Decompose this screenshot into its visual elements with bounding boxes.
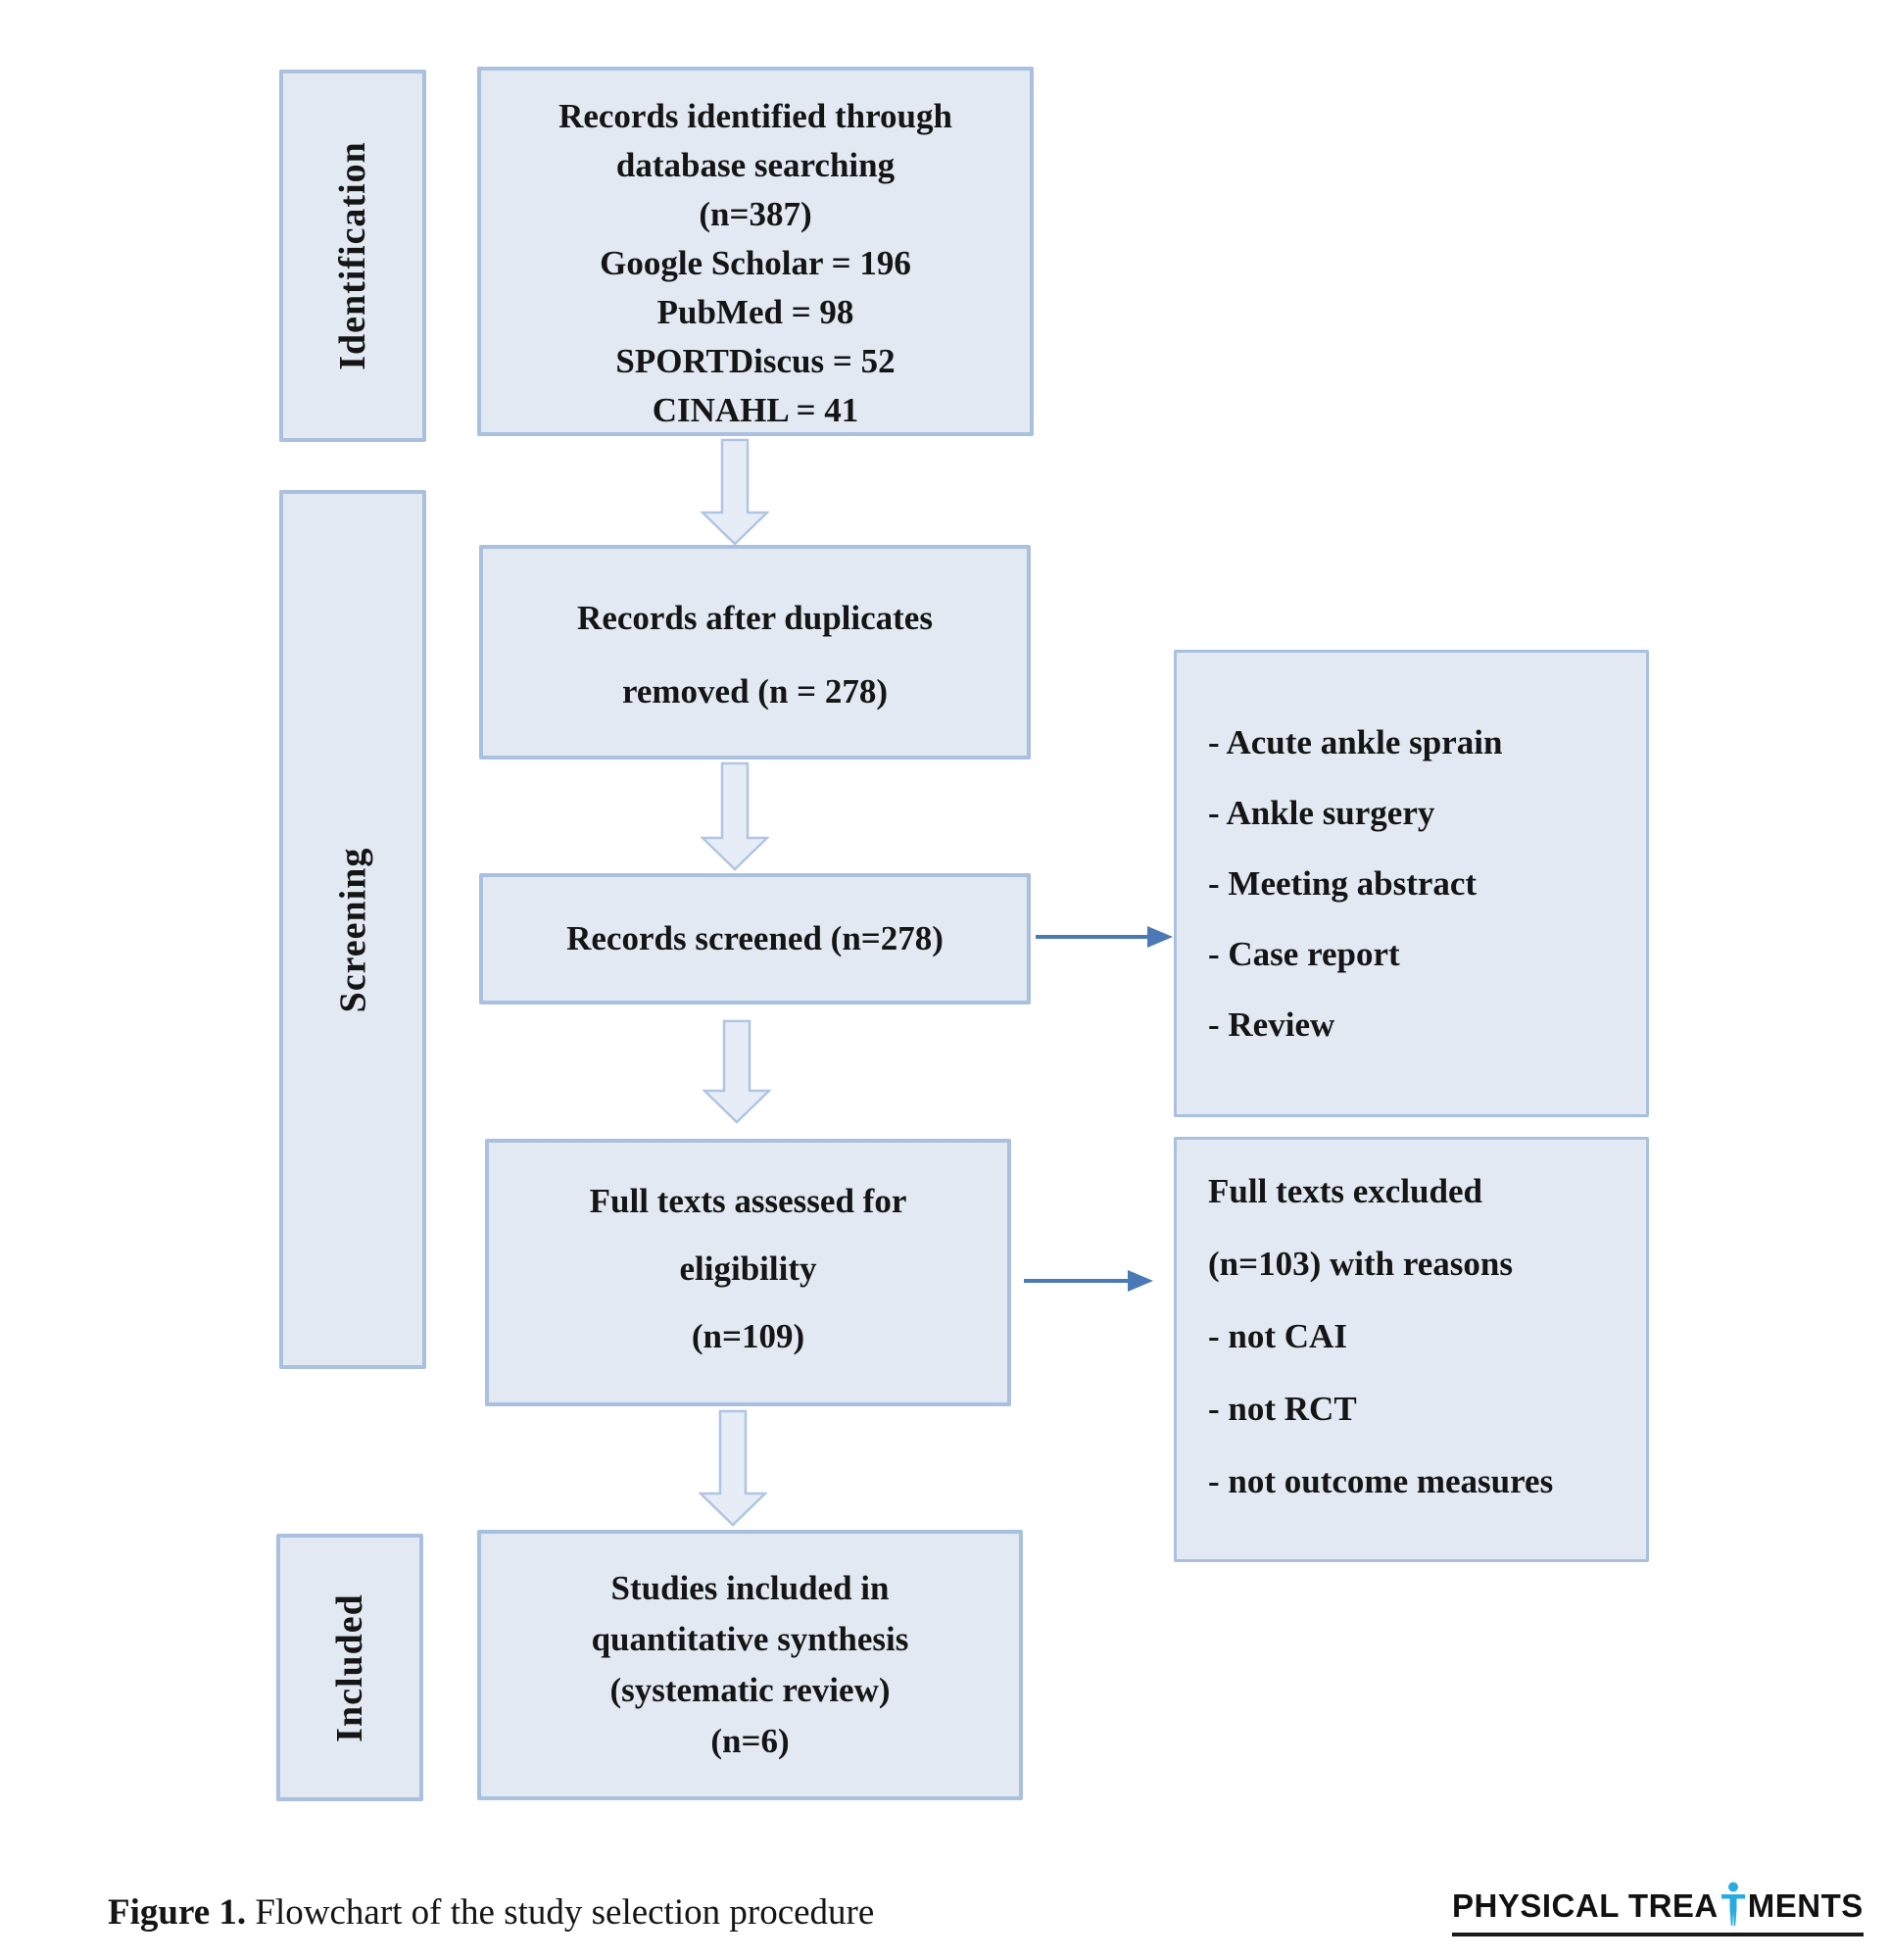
box-fulltext-assessed: Full texts assessed for eligibility (n=1… bbox=[485, 1139, 1011, 1406]
figure-caption-label: Figure 1. bbox=[108, 1892, 247, 1933]
right-arrow-fulltext-to-excluded bbox=[1024, 1270, 1153, 1292]
stage-included-label: Included bbox=[329, 1592, 370, 1742]
right-arrow-screened-to-reasons bbox=[1036, 926, 1173, 948]
box-line: Full texts assessed for bbox=[589, 1182, 907, 1220]
box-line: Records screened (n=278) bbox=[566, 919, 944, 957]
box-line: database searching bbox=[615, 146, 896, 184]
box-line: (n=387) bbox=[699, 195, 812, 233]
box-line: Records identified through bbox=[558, 97, 952, 135]
stage-screening: Screening bbox=[279, 490, 426, 1369]
box-line: PubMed = 98 bbox=[656, 293, 854, 331]
box-line: CINAHL = 41 bbox=[652, 391, 859, 429]
box-line: Studies included in bbox=[610, 1569, 890, 1607]
box-line: removed (n = 278) bbox=[621, 672, 889, 710]
box-line: - Case report bbox=[1208, 935, 1400, 973]
box-records-identified: Records identified through database sear… bbox=[477, 67, 1034, 436]
box-line: - Review bbox=[1208, 1005, 1335, 1044]
box-fulltext-excluded: Full texts excluded (n=103) with reasons… bbox=[1174, 1137, 1649, 1562]
box-line: (systematic review) bbox=[609, 1671, 891, 1709]
stage-identification-label: Identification bbox=[332, 141, 373, 370]
box-line: - Meeting abstract bbox=[1208, 864, 1478, 903]
physical-treatments-logo: PHYSICAL TREA MENTS bbox=[1452, 1882, 1864, 1936]
box-line: SPORTDiscus = 52 bbox=[615, 342, 896, 380]
stage-included: Included bbox=[276, 1534, 423, 1801]
box-line: (n=6) bbox=[710, 1722, 790, 1760]
figure-caption-text: Flowchart of the study selection procedu… bbox=[255, 1892, 875, 1933]
down-arrow-3 bbox=[703, 1019, 771, 1124]
box-line: (n=109) bbox=[691, 1317, 805, 1355]
down-arrow-2 bbox=[701, 761, 769, 871]
box-line: Google Scholar = 196 bbox=[600, 244, 911, 282]
box-line: - Acute ankle sprain bbox=[1208, 723, 1503, 761]
box-line: quantitative synthesis bbox=[591, 1620, 909, 1658]
stage-screening-label: Screening bbox=[332, 847, 373, 1012]
box-screening-exclusion-reasons: - Acute ankle sprain - Ankle surgery - M… bbox=[1174, 650, 1649, 1117]
box-line: - Ankle surgery bbox=[1208, 794, 1435, 832]
box-line: eligibility bbox=[679, 1250, 817, 1288]
down-arrow-1 bbox=[701, 438, 769, 546]
box-line: - not RCT bbox=[1208, 1390, 1357, 1428]
box-line: Records after duplicates bbox=[577, 599, 933, 637]
person-icon bbox=[1720, 1882, 1745, 1926]
logo-text-left: PHYSICAL TREA bbox=[1452, 1887, 1719, 1924]
box-line: (n=103) with reasons bbox=[1208, 1245, 1513, 1283]
box-records-screened: Records screened (n=278) bbox=[479, 873, 1031, 1004]
box-line: Full texts excluded bbox=[1208, 1172, 1482, 1210]
box-line: - not outcome measures bbox=[1208, 1462, 1554, 1500]
box-duplicates-removed: Records after duplicates removed (n = 27… bbox=[479, 545, 1031, 760]
logo-text-right: MENTS bbox=[1747, 1887, 1864, 1924]
box-studies-included: Studies included in quantitative synthes… bbox=[477, 1530, 1023, 1800]
box-line: - not CAI bbox=[1208, 1317, 1347, 1355]
down-arrow-4 bbox=[699, 1409, 767, 1527]
stage-identification: Identification bbox=[279, 70, 426, 442]
figure-caption: Figure 1. Flowchart of the study selecti… bbox=[108, 1891, 874, 1935]
